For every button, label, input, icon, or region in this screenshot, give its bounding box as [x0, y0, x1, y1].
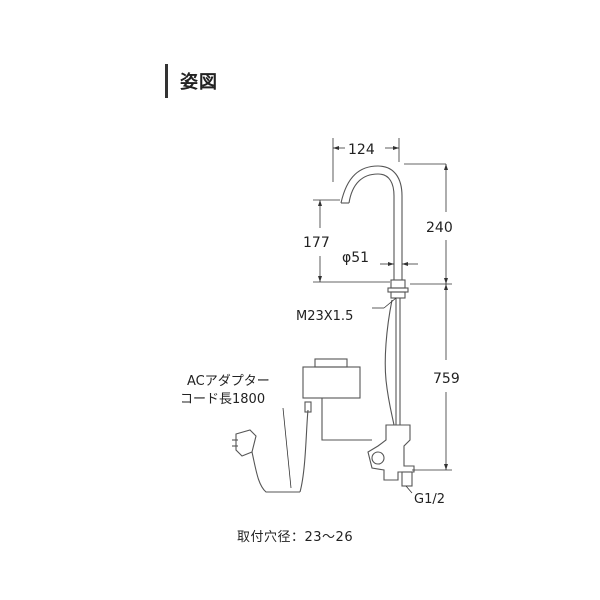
dim-connection: G1/2 — [414, 492, 445, 507]
dim-total-height: 240 — [426, 220, 453, 236]
ac-adapter — [235, 429, 257, 457]
heading-bar — [165, 64, 168, 98]
arrowheads — [318, 146, 448, 470]
dim-pipe-length: 759 — [433, 371, 460, 387]
spout — [340, 165, 403, 280]
adapter-label-line2: コード長1800 — [180, 392, 265, 407]
dim-thread: M23X1.5 — [296, 309, 353, 324]
dim-spout-height: 177 — [303, 235, 330, 251]
adapter-label-line1: ACアダプター — [187, 374, 270, 389]
mounting-hole-caption: 取付穴径：23〜26 — [237, 530, 354, 545]
dim-diameter: φ51 — [342, 250, 369, 266]
section-heading: 姿図 — [165, 64, 218, 98]
faucet-outline — [232, 165, 415, 493]
section-title: 姿図 — [180, 72, 218, 93]
dim-spout-reach: 124 — [348, 142, 375, 158]
control-box — [302, 366, 361, 399]
adapter-cord — [251, 451, 300, 493]
valve-body — [367, 424, 415, 481]
base-collar — [390, 279, 406, 289]
